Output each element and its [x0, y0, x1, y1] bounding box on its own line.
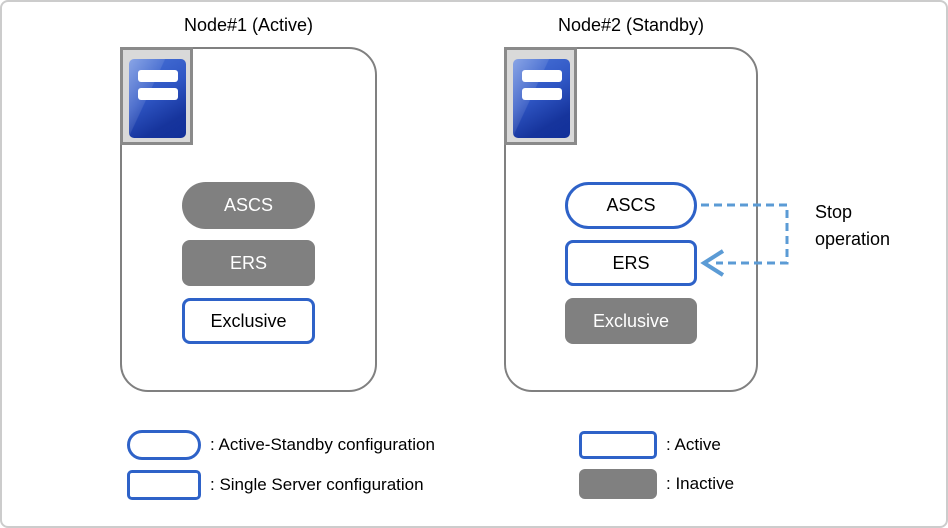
legend-pill-swatch [127, 430, 201, 460]
server-icon [504, 47, 577, 145]
stop-operation-line2: operation [815, 229, 891, 249]
node1-exclusive-box: Exclusive [182, 298, 315, 344]
node2-exclusive-box: Exclusive [565, 298, 697, 344]
server-bar [138, 88, 178, 100]
server-tower-shape [513, 59, 570, 138]
legend-active-swatch [579, 431, 657, 459]
legend-label: : Active-Standby configuration [210, 435, 435, 454]
node1-ers-box: ERS [182, 240, 315, 286]
legend-label: : Single Server configuration [210, 475, 424, 494]
stop-operation-label: Stop operation [815, 199, 890, 253]
server-bar [522, 88, 562, 100]
server-icon [120, 47, 193, 145]
server-tower-shape [129, 59, 186, 138]
legend-item-active-standby: : Active-Standby configuration [127, 430, 435, 460]
node2-ers-box: ERS [565, 240, 697, 286]
server-bar [138, 70, 178, 82]
node1-title: Node#1 (Active) [183, 15, 314, 35]
legend-label: : Inactive [666, 474, 735, 493]
node2-title: Node#2 (Standby) [557, 15, 705, 35]
legend-item-single-server: : Single Server configuration [127, 470, 424, 500]
legend-item-active: : Active [579, 431, 721, 459]
stop-operation-line1: Stop [815, 202, 853, 222]
node1-ascs-box: ASCS [182, 182, 315, 229]
legend-item-inactive: : Inactive [579, 469, 734, 499]
node2-ascs-box: ASCS [565, 182, 697, 229]
legend-inactive-swatch [579, 469, 657, 499]
legend-rect-swatch [127, 470, 201, 500]
legend-label: : Active [666, 435, 721, 454]
server-bar [522, 70, 562, 82]
